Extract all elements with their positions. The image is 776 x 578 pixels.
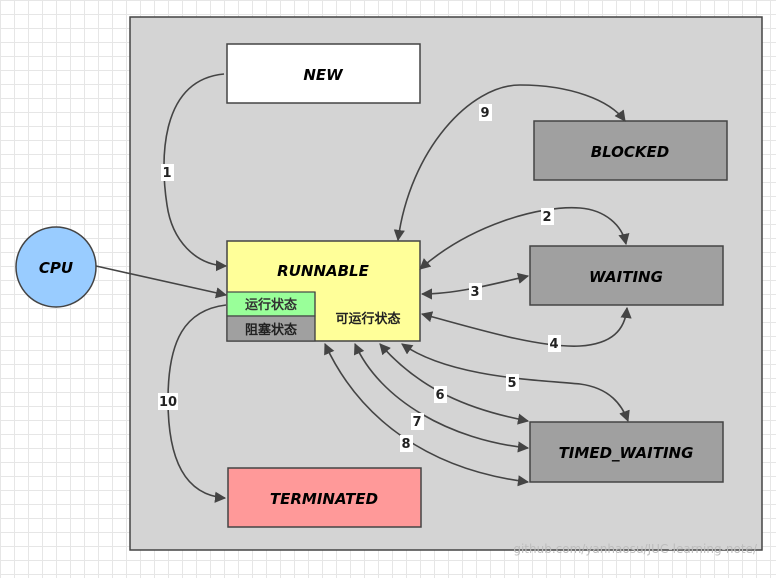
arrow-1-new-runnable [163, 73, 228, 272]
state-new-label: NEW [303, 66, 344, 84]
arrow-cpu-running [95, 265, 228, 299]
transition-label-7: 7 [412, 415, 421, 430]
arrow-9-runnable-blocked [393, 84, 626, 242]
state-timed-waiting-box [529, 421, 724, 483]
transition-label-3: 3 [470, 285, 479, 300]
substate-blocked-box [226, 315, 316, 342]
transition-label-9: 9 [480, 106, 489, 121]
transition-label-6: 6 [435, 388, 444, 403]
transition-label-2: 2 [542, 210, 551, 225]
substate-blocked-label: 阻塞状态 [245, 322, 297, 338]
substate-running-label: 运行状态 [245, 297, 297, 313]
cpu-label: CPU [39, 259, 73, 277]
state-timed-waiting-label: TIMED_WAITING [559, 444, 694, 462]
state-runnable-label: RUNNABLE [277, 262, 369, 280]
arrow-2-runnable-waiting [419, 206, 630, 270]
transition-label-4: 4 [549, 337, 558, 352]
transition-label-5: 5 [507, 376, 516, 391]
substate-running-box [226, 291, 316, 317]
transition-label-10: 10 [159, 395, 177, 410]
transition-label-8: 8 [401, 437, 410, 452]
watermark-text: github.com/yanhaosu/JUC-learning-note/ [513, 542, 758, 556]
state-blocked-label: BLOCKED [591, 143, 670, 161]
state-terminated-label: TERMINATED [270, 490, 378, 508]
cpu-circle [15, 226, 97, 308]
state-waiting-label: WAITING [589, 268, 663, 286]
transition-label-1: 1 [162, 166, 171, 181]
state-new-box [226, 43, 421, 104]
substate-ready-label: 可运行状态 [335, 311, 400, 327]
